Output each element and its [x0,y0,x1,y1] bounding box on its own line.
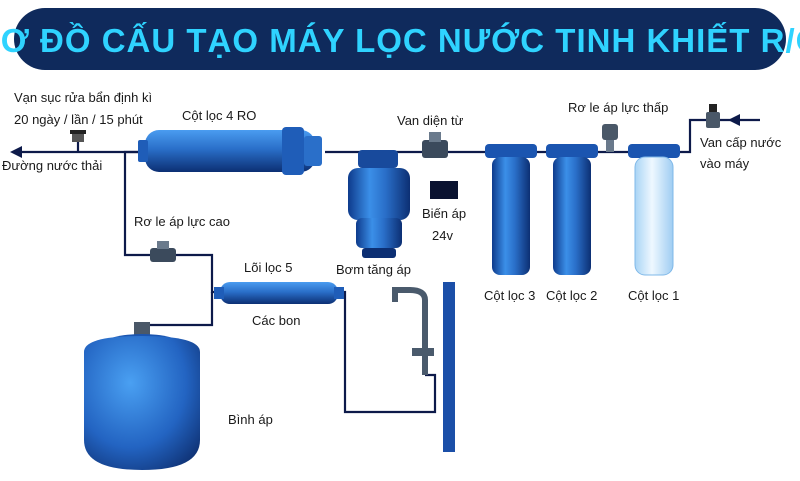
transformer [430,181,458,199]
carbon-filter [214,282,344,304]
tank-pipe [140,292,214,335]
filter-2-label: Cột lọc 2 [546,288,597,303]
arrow-left-icon [10,146,22,158]
main-pipe [325,118,760,154]
transformer-label: Biến áp [422,206,466,221]
labels: Vạn sục rửa bẩn định kì 20 ngày / lần / … [2,90,782,427]
inlet-valve-label: Van cấp nước [700,135,782,150]
flush-valve [70,130,86,142]
booster-pump [348,150,410,258]
booster-pump-label: Bơm tăng áp [336,262,411,277]
carbon-core-label: Lõi lọc 5 [244,260,292,275]
pressure-tank-label: Bình áp [228,412,273,427]
filter-1 [628,144,680,276]
high-pressure-switch [150,241,176,262]
filter-2 [546,144,598,275]
filter-3-label: Cột lọc 3 [484,288,535,303]
filter-1-label: Cột lọc 1 [628,288,679,303]
high-pressure-switch-label: Rơ le áp lực cao [134,214,230,229]
carbon-core-label-2: Các bon [252,313,300,328]
solenoid-valve-label: Van diện từ [397,113,464,128]
flush-valve-label: Vạn sục rửa bẩn định kì [14,90,152,105]
ro-column-label: Cột lọc 4 RO [182,108,256,123]
arrow-right-icon [728,114,740,126]
waste-line-label: Đường nước thải [2,158,102,173]
faucet-icon [392,287,434,375]
inlet-valve [706,104,720,128]
diagram-title: SƠ ĐỒ CẤU TẠO MÁY LỌC NƯỚC TINH KHIẾT R/… [0,22,800,59]
low-pressure-switch-label: Rơ le áp lực thấp [568,100,668,115]
pressure-tank [84,322,200,470]
low-pressure-switch [602,124,618,152]
filter-3 [485,144,537,275]
transformer-voltage-label: 24v [432,228,453,243]
solenoid-valve [422,132,448,158]
countertop [443,282,455,452]
ro-column [138,127,322,175]
title-banner: SƠ ĐỒ CẤU TẠO MÁY LỌC NƯỚC TINH KHIẾT R/… [0,8,800,70]
flush-schedule-label: 20 ngày / lần / 15 phút [14,112,143,127]
inlet-valve-label-2: vào máy [700,156,750,171]
